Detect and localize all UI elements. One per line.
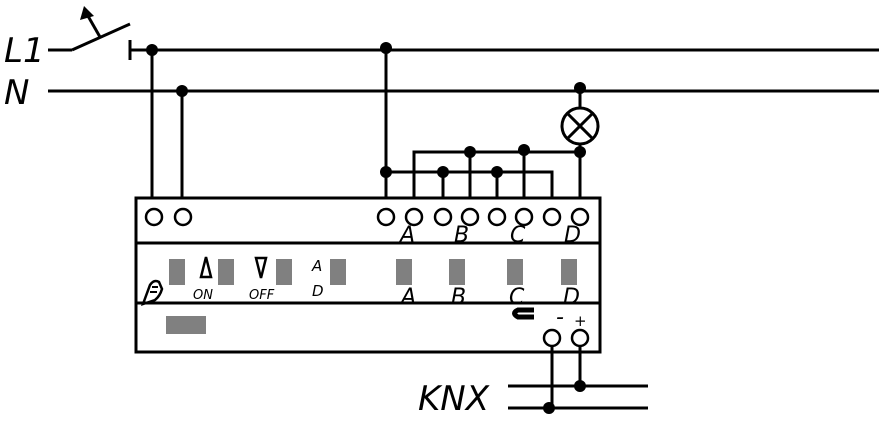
n-label: N [4,73,29,113]
off-label: OFF [249,288,275,303]
bus-plus-label: + [574,312,587,330]
magnet-icon [512,307,534,320]
hand-manual-icon [140,279,164,307]
arrow-up-icon [199,256,213,279]
manual-led [169,259,185,285]
label-field [166,316,206,334]
knx-label: KNX [418,379,490,419]
l1-label: L1 [4,31,45,71]
arrow-down-icon [254,256,268,279]
mode-label-top: A [311,257,322,275]
terminal-label-b: B [454,223,469,248]
bus-minus-label: - [556,305,564,330]
terminal-row [144,207,590,227]
terminal-label-c: C [510,223,526,248]
switch-arrow-icon [80,6,94,20]
channel-led-d [561,259,577,285]
bus-terminal-plus [570,328,590,348]
channel-led-b [449,259,465,285]
terminal-label-d: D [564,223,581,248]
channel-label-d: D [563,285,580,310]
channel-led-c [507,259,523,285]
channel-label-a: A [399,285,416,310]
l1-conductor [48,6,879,60]
bus-terminal-minus [542,328,562,348]
channel-label-b: B [451,285,466,310]
mode-label-bottom: D [312,282,324,300]
lamp-icon [560,106,600,146]
on-label: ON [193,288,213,303]
terminal-label-a: A [398,223,415,248]
on-led [218,259,234,285]
mode-led [330,259,346,285]
switch-contact [71,22,131,52]
channel-led-a [396,259,412,285]
off-led [276,259,292,285]
channel-label-c: C [509,285,525,310]
